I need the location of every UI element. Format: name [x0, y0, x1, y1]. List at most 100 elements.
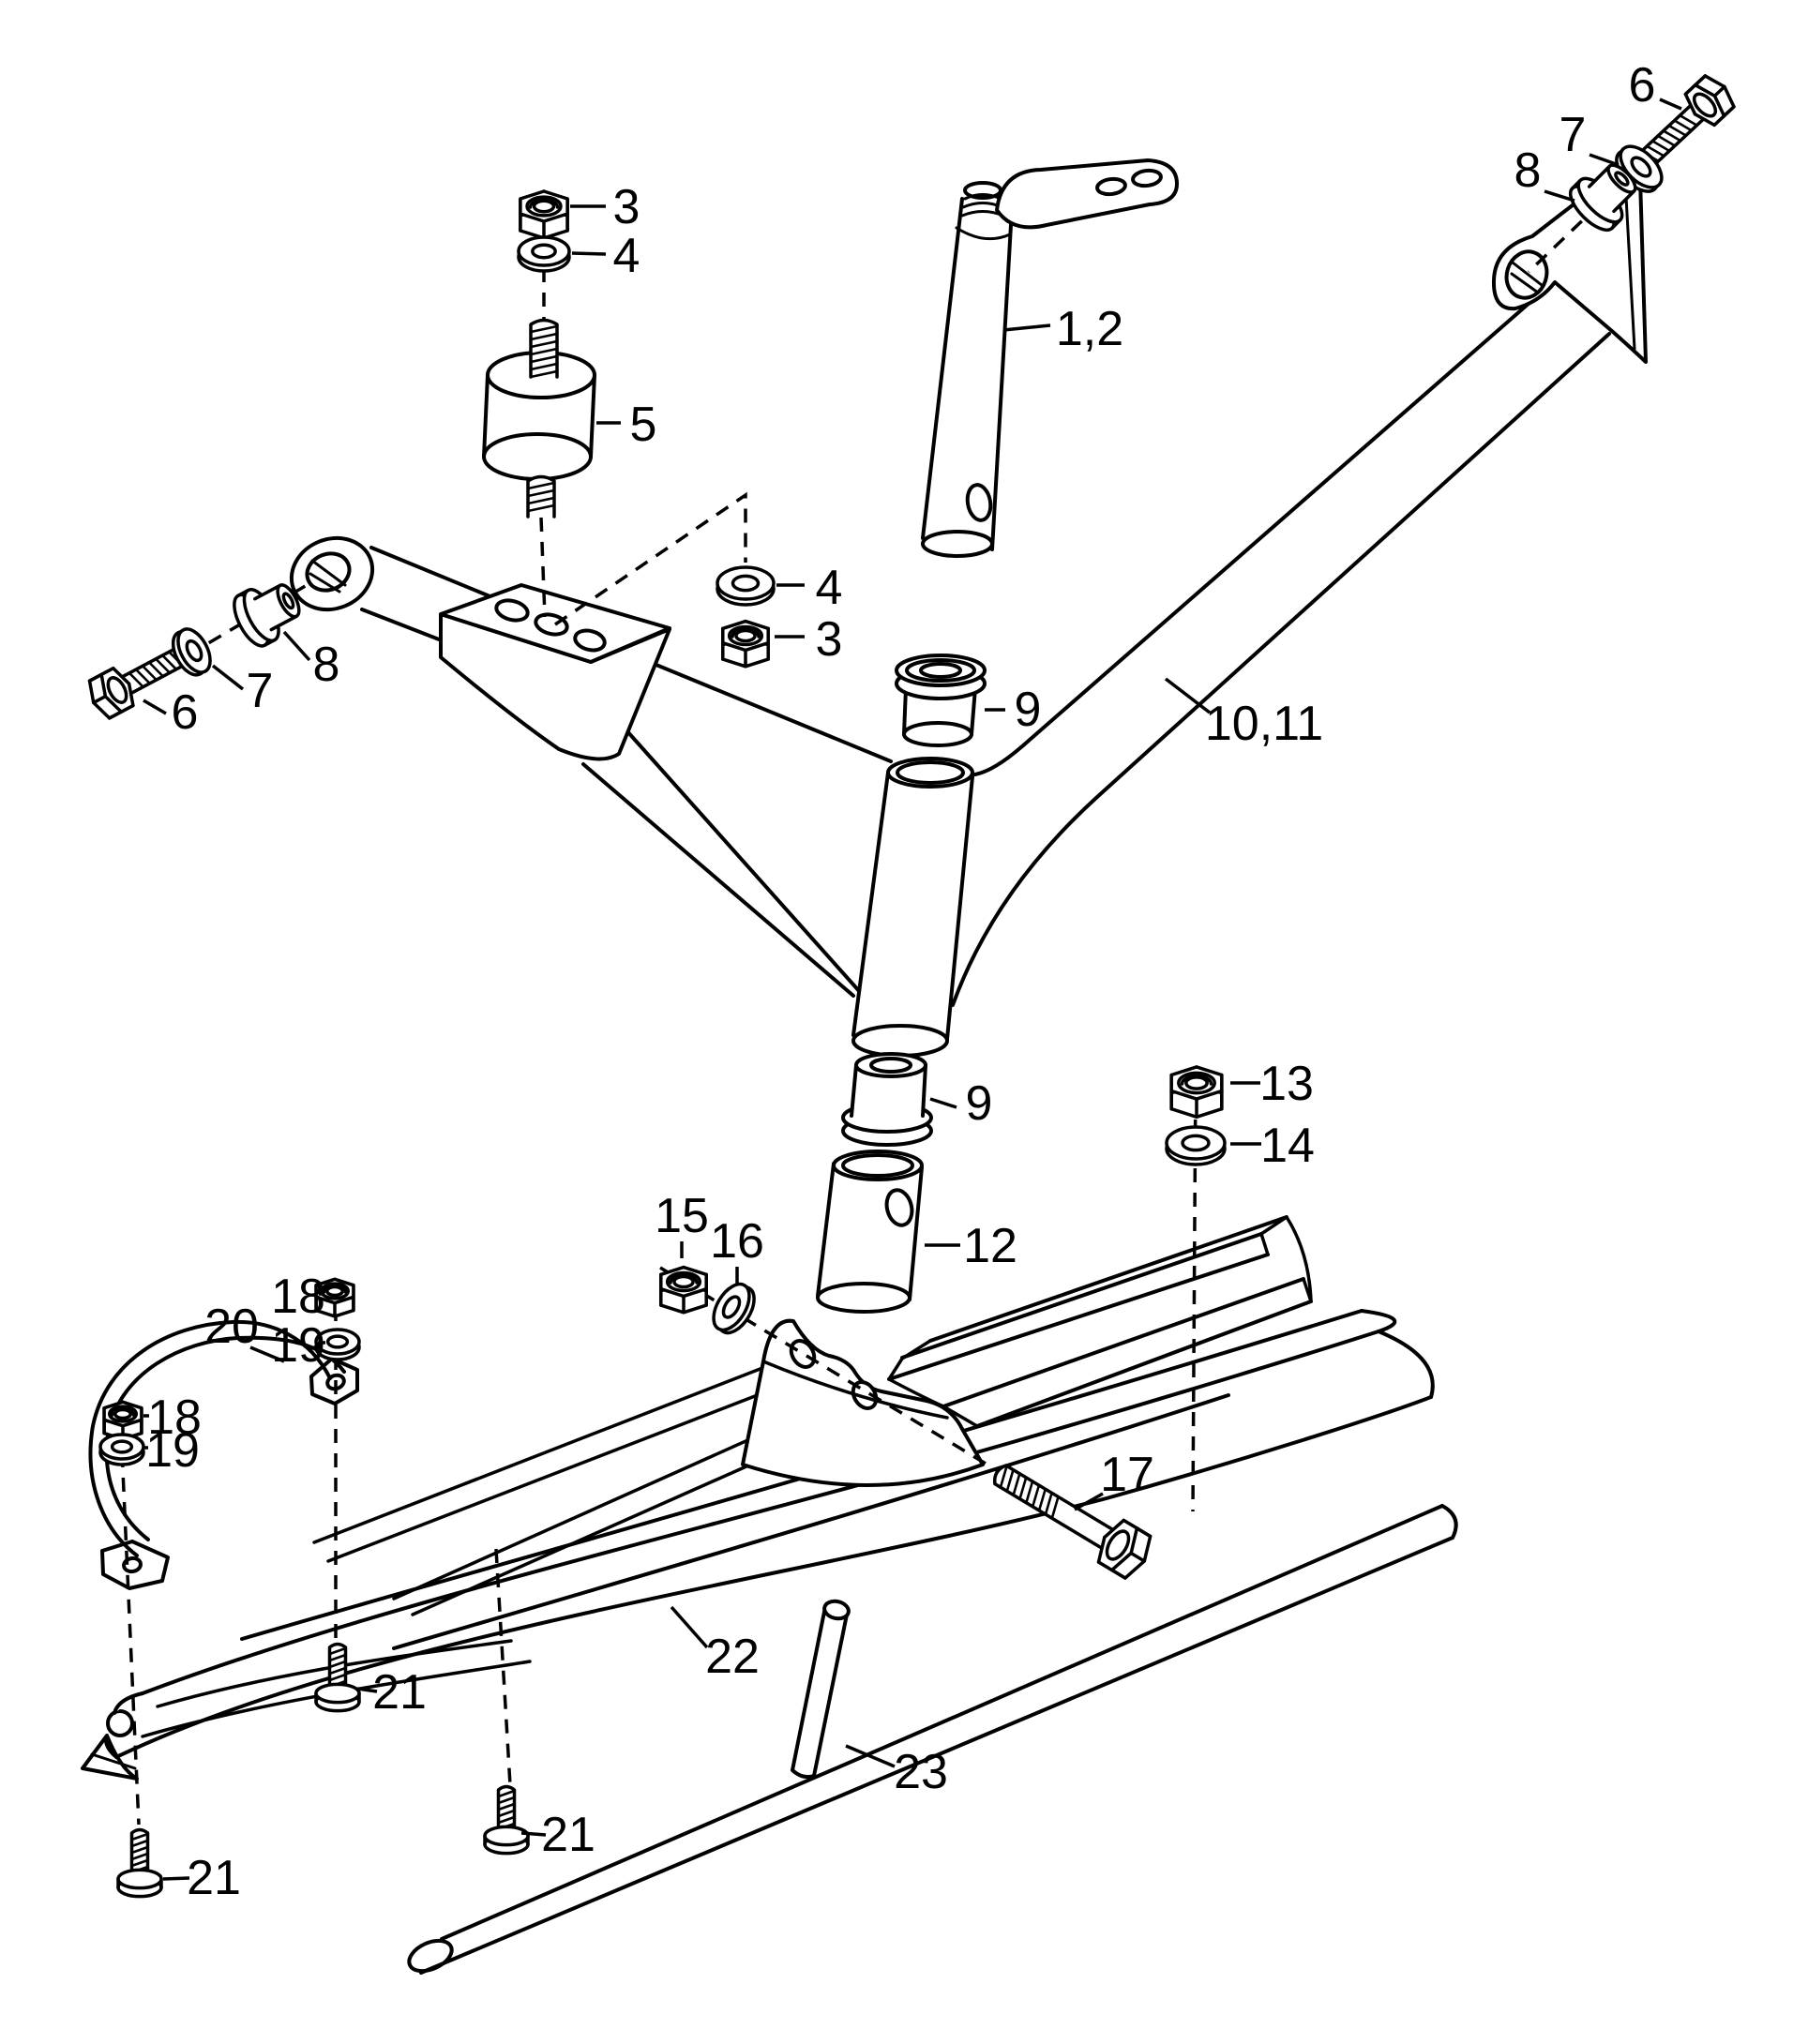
screw-21-middle: [314, 1642, 361, 1713]
sleeve-top-bore: [841, 1153, 914, 1178]
saddle-right-caps: [1259, 1215, 1313, 1303]
bushing-bore: [919, 662, 962, 679]
callout-leader-21: [162, 1876, 190, 1881]
bushing-8-left: [233, 583, 301, 648]
bolt-6-left: [87, 639, 200, 720]
callout-leader-8: [1544, 189, 1575, 203]
trailing-arm-lower-edge: [951, 332, 1611, 1007]
washer-4-top: [517, 235, 571, 273]
steering-arm-hole-2: [1131, 168, 1163, 188]
sleeve-bottom: [816, 1282, 912, 1314]
callout-leader-22: [670, 1605, 709, 1649]
control-arm-web-bottom: [581, 762, 855, 998]
callout-label-10,11-13: 10,11: [1205, 697, 1323, 751]
bushing-barrel-fill: [851, 1065, 926, 1118]
bushing-9-lower: [841, 1052, 933, 1147]
washer-7-left: [171, 627, 212, 677]
callout-label-19-22: 19: [271, 1318, 325, 1373]
plate-hole-1: [494, 598, 530, 623]
callout-label-7-7: 7: [1559, 108, 1587, 162]
nut-3-mid: [721, 619, 770, 669]
nut-3-top: [519, 189, 569, 240]
callout-label-6-11: 6: [172, 685, 199, 740]
ski-tip-ball: [106, 1709, 134, 1737]
callout-leader-1,2: [1002, 323, 1051, 332]
eyelet-hole-shading: [309, 559, 347, 594]
handle-tab-left: [100, 1540, 170, 1590]
runner-23: [407, 1504, 1458, 1975]
housing-bottom: [851, 1024, 949, 1058]
washer-19-upper: [314, 1328, 361, 1361]
washer-16: [712, 1282, 756, 1335]
axis-bolt-17: [659, 1266, 1001, 1474]
callout-label-20-25: 20: [204, 1300, 259, 1354]
housing-body: [853, 773, 972, 1043]
callout-label-18-23: 18: [147, 1390, 202, 1445]
handle-tab-right-hole: [325, 1373, 346, 1391]
bushing-8-right: [1569, 163, 1637, 232]
callout-label-21-28: 21: [541, 1808, 595, 1862]
ski-leg-bracket: [741, 1318, 985, 1487]
callout-label-8-9: 8: [313, 638, 340, 692]
nut-18-lower: [102, 1400, 143, 1441]
bushing-barrel-sides: [902, 686, 977, 736]
callout-label-9-12: 9: [1015, 683, 1042, 737]
trailing-arm-10-11: [951, 165, 1648, 1007]
callout-leader-17: [1074, 1492, 1104, 1511]
housing-sides: [851, 771, 974, 1041]
callout-label-23-30: 23: [894, 1745, 948, 1799]
ski-ribs: [312, 1348, 883, 1616]
bushing-barrel-bottom: [902, 721, 973, 747]
washer-4-mid: [716, 565, 776, 607]
ski-saddle: [887, 1215, 1313, 1428]
handle-tab-left-hole: [122, 1556, 143, 1574]
callout-label-7-10: 7: [247, 664, 274, 718]
runner-post-cap: [822, 1599, 851, 1621]
bracket-hole-shading: [1510, 261, 1544, 294]
callout-leader-4: [571, 251, 607, 256]
damper-5: [482, 351, 596, 481]
bracket-inner-contour: [761, 1360, 949, 1420]
fasteners: [87, 74, 1736, 1899]
runner-post: [791, 1605, 849, 1780]
callout-leader-6: [1659, 98, 1682, 111]
bushing-barrel-sides: [850, 1063, 927, 1118]
callout-leader-21: [356, 1687, 378, 1693]
callout-label-4-3: 4: [816, 561, 843, 615]
callout-label-8-8: 8: [1514, 143, 1542, 198]
housing-top-bore: [896, 760, 965, 785]
ski-tip-line: [90, 1752, 137, 1770]
callout-label-22-29: 22: [705, 1630, 760, 1684]
ski-far-edge: [240, 1309, 1364, 1641]
callout-leader-7: [1589, 153, 1620, 167]
spindle-housing: [851, 757, 974, 1058]
bracket-ear-hole-front: [789, 1339, 817, 1369]
callout-label-18-21: 18: [271, 1270, 325, 1324]
spindle-steering-arm-1-2: [921, 158, 1179, 558]
damper-sides: [482, 373, 596, 458]
screw-21-left: [116, 1827, 163, 1899]
washer-7-right: [1615, 144, 1664, 193]
handle-inner: [104, 1335, 346, 1541]
spindle-collar: [955, 226, 1012, 241]
callout-label-19-24: 19: [145, 1423, 200, 1478]
bracket-crease: [1623, 178, 1636, 351]
bushing-9-upper: [895, 654, 987, 747]
sleeve-12: [816, 1150, 924, 1314]
damper-bottom: [482, 432, 593, 481]
ski-inner-line: [392, 1393, 1230, 1650]
callout-leader-10,11: [1164, 677, 1212, 714]
callout-leader-7: [211, 664, 245, 691]
steering-arm-hole-1: [1095, 176, 1127, 197]
plate-hole-3: [573, 628, 607, 653]
plate-hole-2: [534, 612, 569, 637]
callout-label-16-19: 16: [710, 1214, 764, 1269]
callout-leader-8: [282, 630, 311, 662]
spindle-bottom: [921, 530, 994, 558]
spindle-tube-sides: [921, 197, 1013, 551]
axis-screw-21-left: [119, 1428, 141, 1826]
callout-label-14-17: 14: [1260, 1119, 1315, 1173]
